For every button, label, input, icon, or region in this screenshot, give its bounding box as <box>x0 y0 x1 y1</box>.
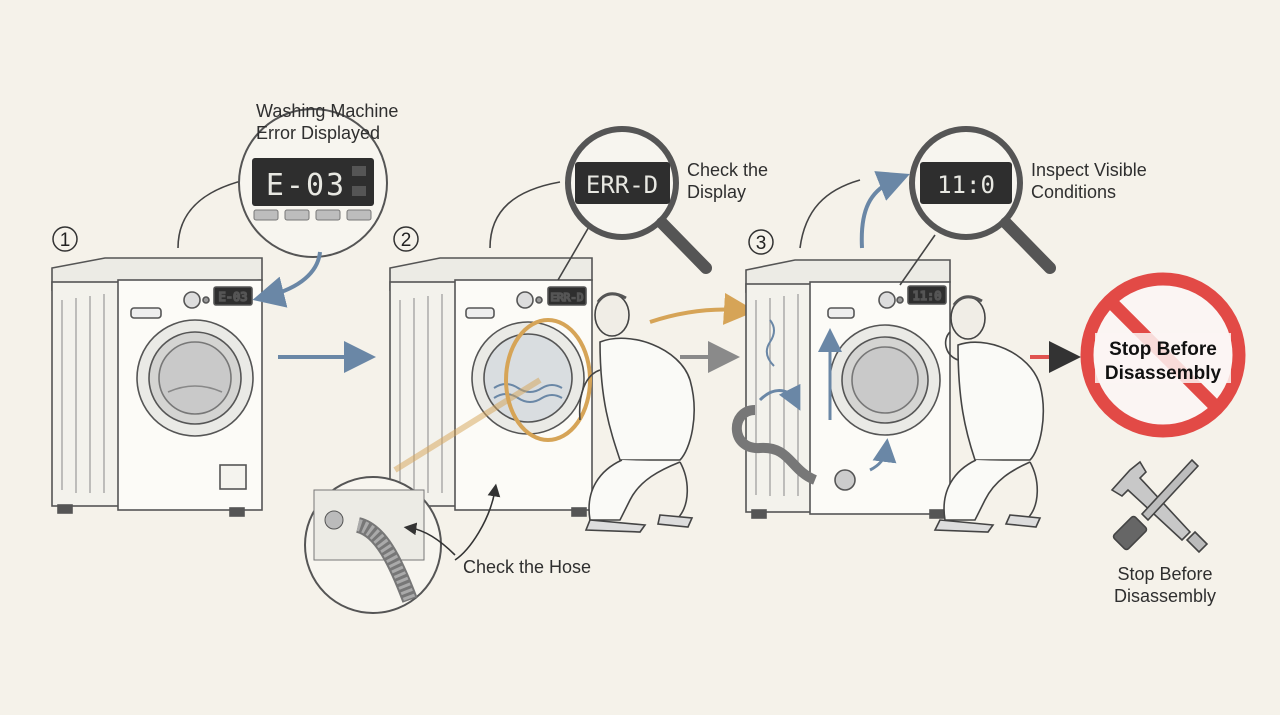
person-crouching-2 <box>578 292 695 533</box>
magnifier-3: 11:0 <box>799 126 1056 286</box>
arrow-orange-2 <box>649 292 756 325</box>
zoom-1-display <box>252 158 374 206</box>
step-3-number: 3 <box>756 233 767 254</box>
step-1-title-line2: Error Displayed <box>256 123 381 143</box>
step-3-title: Inspect Visible Conditions <box>1031 159 1147 203</box>
zoom-3-display <box>920 162 1012 204</box>
zoom-2-display <box>575 162 670 204</box>
zoom-2-display-text: ERR-D <box>586 171 658 199</box>
stop-sign: Stop Before Disassembly <box>1080 272 1246 438</box>
machine-2-display-text: ERR-D <box>550 291 583 304</box>
step-2-title-line2: Display <box>687 182 747 202</box>
machine-2-display <box>547 286 587 306</box>
wrench-screwdriver-icon <box>1110 458 1209 554</box>
machine-1-display-text: E-03 <box>219 290 248 304</box>
washing-machine-3: 11:0 <box>731 259 951 519</box>
step-3-title-line1: Inspect Visible <box>1031 160 1147 180</box>
step-2-title-line1: Check the <box>687 160 769 180</box>
step-3: 3 11:0 <box>731 126 1081 533</box>
machine-3-display <box>907 285 947 305</box>
person-crouching-3 <box>933 295 1045 533</box>
stop-caption: Stop Before Disassembly <box>1095 563 1235 607</box>
hose-label: Check the Hose <box>463 557 592 577</box>
stop-sign-line1: Stop Before <box>1109 339 1217 360</box>
step-1-number: 1 <box>60 230 71 251</box>
step-1: 1 E-03 E-03 <box>51 108 388 517</box>
washing-machine-2: ERR-D <box>389 257 593 517</box>
step-1-title-line1: Washing Machine <box>256 101 399 121</box>
zoom-callout-1: E-03 <box>177 108 388 308</box>
washing-machine-1: E-03 <box>51 257 263 517</box>
zoom-1-display-text: E-03 <box>266 168 346 203</box>
step-2-number: 2 <box>401 230 412 251</box>
step-2: 2 ERR-D <box>304 126 756 614</box>
hose-zoom-callout <box>304 377 542 614</box>
step-2-title: Check the Display <box>687 159 768 203</box>
stop-caption-line2: Disassembly <box>1113 586 1217 606</box>
zoom-3-display-text: 11:0 <box>937 171 995 199</box>
step-3-title-line2: Conditions <box>1031 182 1117 202</box>
machine-1-display <box>213 286 253 306</box>
stop-sign-line2: Disassembly <box>1105 363 1222 384</box>
step-2-number-badge: 2 <box>393 226 419 252</box>
machine-3-display-text: 11:0 <box>913 289 942 303</box>
step-1-title: Washing Machine Error Displayed <box>256 100 398 144</box>
stop-caption-line1: Stop Before <box>1117 564 1213 584</box>
step-1-number-badge: 1 <box>52 226 78 252</box>
step-3-number-badge: 3 <box>748 229 774 255</box>
magnifier-2: ERR-D <box>489 126 712 281</box>
